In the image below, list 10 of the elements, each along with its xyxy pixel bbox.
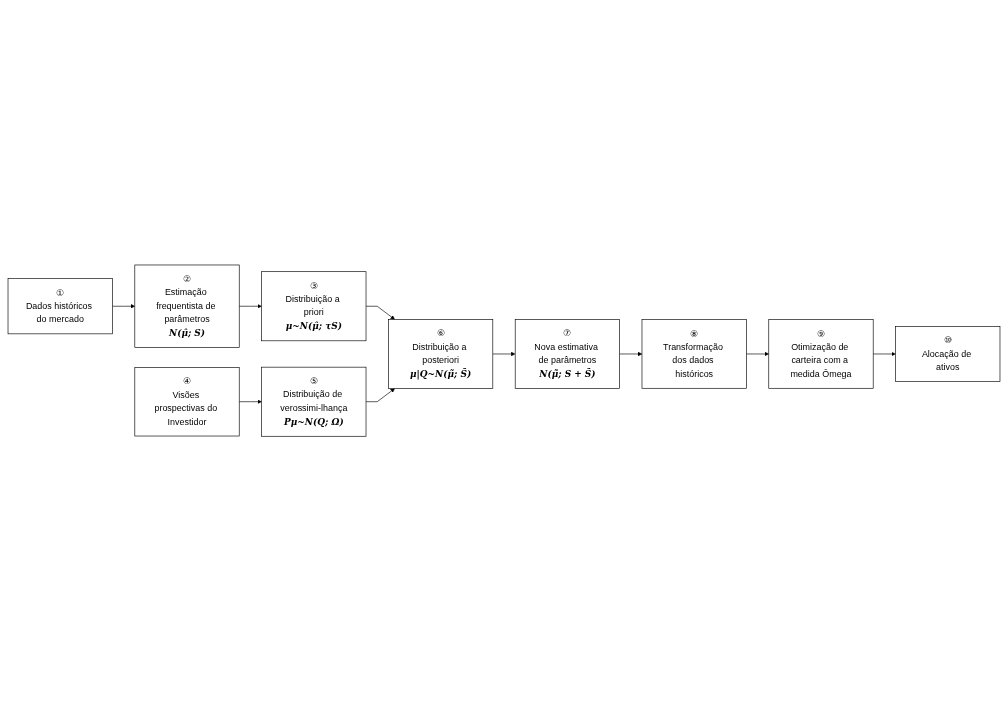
node-box: ① Dados históricos do mercado: [7, 278, 113, 335]
node-box: ② Estimação frequentista de parâmetros N(μ̂; S): [134, 265, 240, 349]
node-box: ⑨ Otimização de carteira com a medida Ômega: [768, 319, 874, 389]
node-box: ⑧ Transformação dos dados históricos: [641, 319, 747, 389]
node-box: ⑦ Nova estimativa de parâmetros N(μ̃; S + S̃): [514, 319, 620, 390]
node-box: ④ Visões prospectivas do Investidor: [134, 367, 240, 437]
node-box: ③ Distribuição a priori μ~N(μ̂; τS): [261, 271, 367, 342]
node-box: ⑥ Distribuição a posteriori μ|Q~N(μ̃; S̃): [388, 319, 494, 390]
node-box: ⑩ Alocação de ativos: [895, 326, 1001, 383]
node-box: ⑤ Distribuição de verossimi-lhança Pμ~N(Q; Ω): [261, 367, 367, 437]
